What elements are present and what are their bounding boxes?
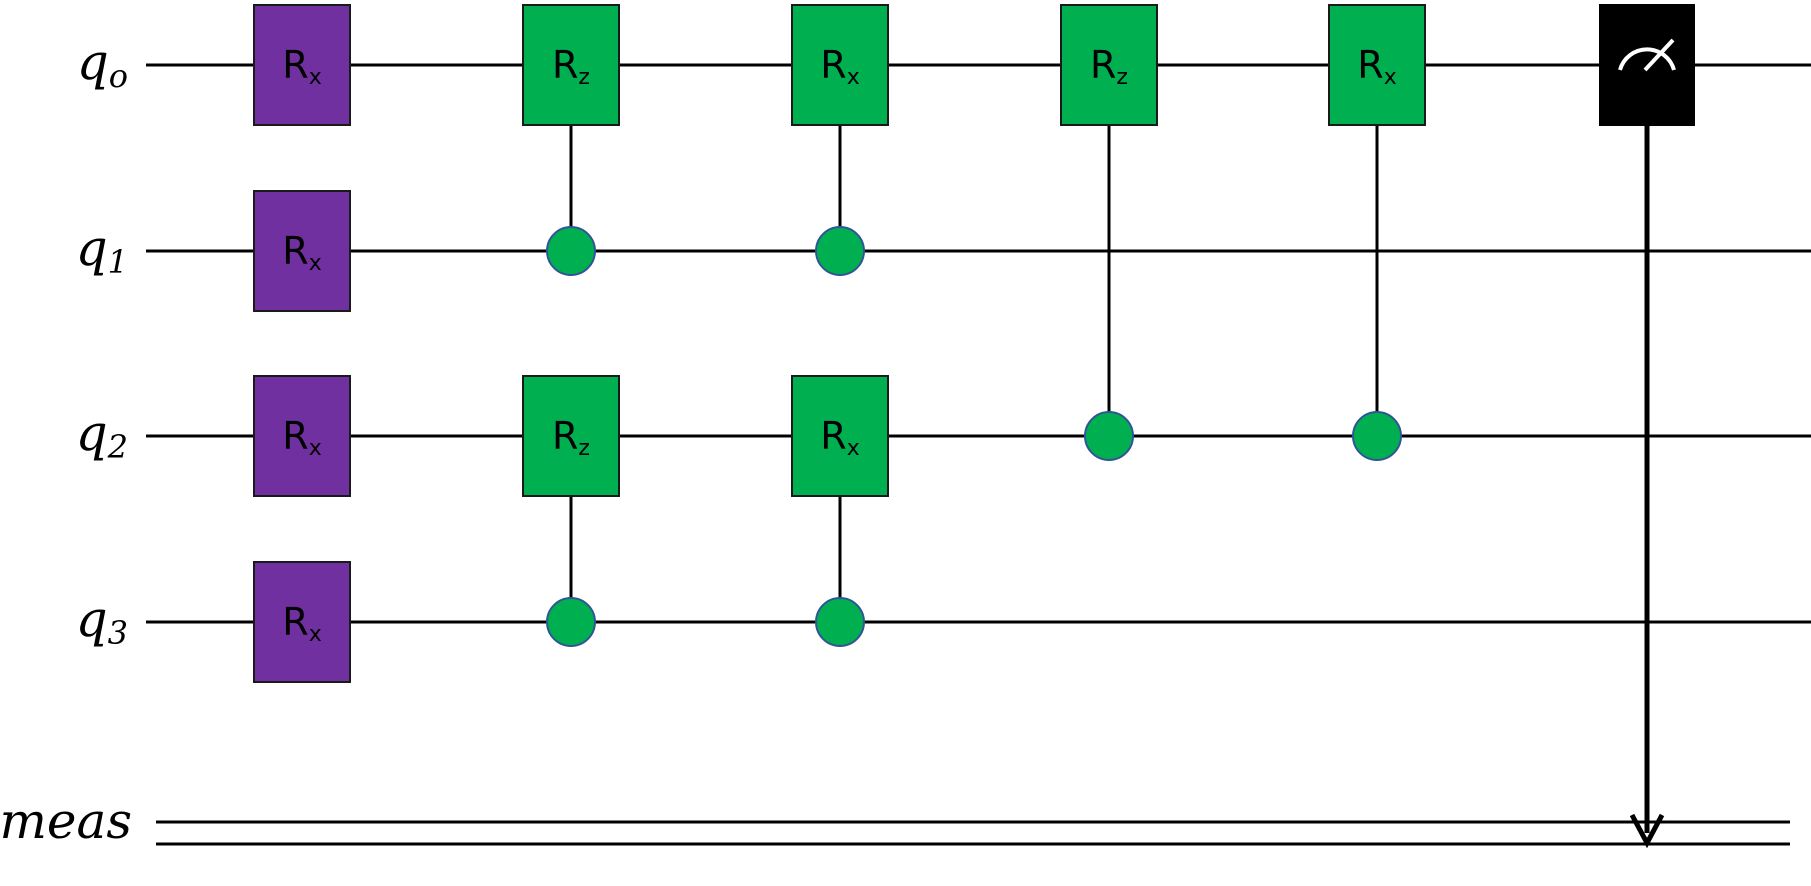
- meter-icon: [1618, 47, 1676, 71]
- gate-symbol: Rx: [820, 43, 859, 90]
- control-dot: [546, 597, 596, 647]
- rx-gate: [253, 4, 351, 126]
- gate-symbol: Rx: [1357, 43, 1396, 90]
- qubit-label: q2: [76, 404, 128, 466]
- gate-symbol: Rx: [820, 414, 859, 461]
- qubit-label: q3: [76, 590, 128, 652]
- rx-gate: [253, 561, 351, 683]
- controlled-rz-gate: [522, 4, 620, 126]
- control-dot: [815, 597, 865, 647]
- gate-symbol: Rx: [282, 600, 321, 647]
- wire-labels-layer: qo q1 q2 q3 meas: [0, 33, 132, 850]
- connectors-layer: [569, 65, 1665, 849]
- control-dot: [1352, 411, 1402, 461]
- rx-gate: [253, 375, 351, 497]
- gate-symbol: Rz: [552, 414, 590, 461]
- classical-wire-label: meas: [0, 792, 132, 850]
- gate-symbol: Rx: [282, 43, 321, 90]
- qubit-label: qo: [77, 33, 128, 95]
- gate-symbol: Rz: [552, 43, 590, 90]
- gate-symbol: Rx: [282, 229, 321, 276]
- controlled-rx-gate: [791, 375, 889, 497]
- rx-gate: [253, 190, 351, 312]
- wires-layer: [146, 63, 1811, 846]
- controlled-rx-gate: [1328, 4, 1426, 126]
- control-dot: [546, 226, 596, 276]
- qubit-label: q1: [76, 219, 128, 281]
- controlled-rz-gate: [522, 375, 620, 497]
- meter-needle: [1643, 38, 1675, 72]
- control-dot: [1084, 411, 1134, 461]
- measurement-arrowhead: [1629, 813, 1665, 849]
- controlled-rz-gate: [1060, 4, 1158, 126]
- controlled-rx-gate: [791, 4, 889, 126]
- gate-symbol: Rz: [1090, 43, 1128, 90]
- control-dot: [815, 226, 865, 276]
- gate-symbol: Rx: [282, 414, 321, 461]
